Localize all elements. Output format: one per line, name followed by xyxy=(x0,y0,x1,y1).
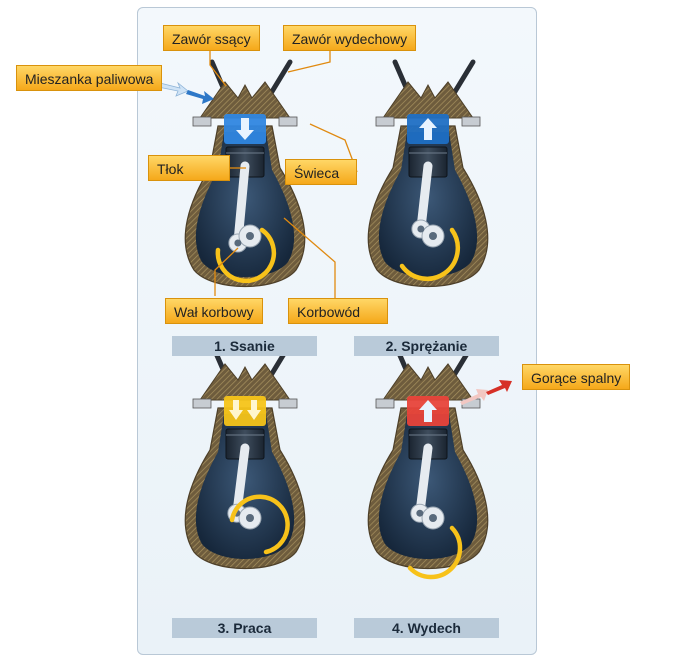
head-bolt-left xyxy=(192,398,212,409)
fuel-inflow-arrows xyxy=(157,81,214,104)
head-bolt-right xyxy=(461,116,481,127)
head-bolt-right xyxy=(278,116,298,127)
crank-pin-hub xyxy=(234,239,242,247)
crank-pin-hub xyxy=(416,509,424,517)
crankshaft-hub xyxy=(429,232,437,240)
cylinder-head xyxy=(199,363,291,401)
connecting-rod xyxy=(415,443,433,518)
crankcase-cavity xyxy=(195,414,295,559)
connecting-rod-leader xyxy=(283,217,336,298)
rotation-arrow xyxy=(399,227,461,282)
stage-label-exhaust: 4. Wydech xyxy=(354,618,499,638)
intake-valve-leader xyxy=(209,48,227,87)
stage-label-compression: 2. Sprężanie xyxy=(354,336,499,356)
engine-stage-2 xyxy=(367,59,489,288)
connecting-rod-label: Korbowód xyxy=(288,298,388,324)
exhaust-valve-leader xyxy=(287,48,331,73)
crankshaft-hub xyxy=(246,232,254,240)
connecting-rod xyxy=(416,161,433,234)
cylinder-head xyxy=(382,363,474,401)
flow-arrow-up xyxy=(419,400,437,422)
spark-plug-label: Świeca xyxy=(285,159,357,185)
flow-arrow-down-right xyxy=(247,400,261,420)
crankcase-cavity xyxy=(378,414,478,559)
head-bolt-left xyxy=(375,398,395,409)
engine-stage-3 xyxy=(184,341,306,570)
head-bolt-left xyxy=(375,116,395,127)
rotation-arrow xyxy=(407,525,463,580)
cylinder-head xyxy=(382,81,474,119)
cylinder-head xyxy=(199,81,291,119)
flow-arrow-up xyxy=(419,118,437,140)
connecting-rod xyxy=(233,161,250,248)
fuel-mixture-label: Mieszanka paliwowa xyxy=(16,65,163,91)
head-bolt-left xyxy=(192,116,212,127)
crankshaft-label: Wał korbowy xyxy=(165,298,263,324)
crank-pin-hub xyxy=(417,225,425,233)
rotation-arrow xyxy=(215,227,277,284)
stage-label-power: 3. Praca xyxy=(172,618,317,638)
flow-arrow-down-left xyxy=(229,400,243,420)
rotation-arrow xyxy=(229,494,290,555)
connecting-rod xyxy=(232,443,250,518)
crankshaft-leader xyxy=(214,247,239,296)
engine-stage-4 xyxy=(367,341,489,580)
flow-arrow-down xyxy=(236,118,254,140)
intake-valve-label: Zawór ssący xyxy=(163,25,260,51)
stage-label-intake: 1. Ssanie xyxy=(172,336,317,356)
exhaust-valve-label: Zawór wydechowy xyxy=(283,25,417,51)
piston-label: Tłok xyxy=(148,155,230,181)
crankshaft-hub xyxy=(429,514,437,522)
crankshaft-hub xyxy=(246,514,254,522)
head-bolt-right xyxy=(278,398,298,409)
exhaust-gases-label: Gorące spalny xyxy=(522,364,631,390)
exhaust-outflow-arrows xyxy=(460,380,512,405)
